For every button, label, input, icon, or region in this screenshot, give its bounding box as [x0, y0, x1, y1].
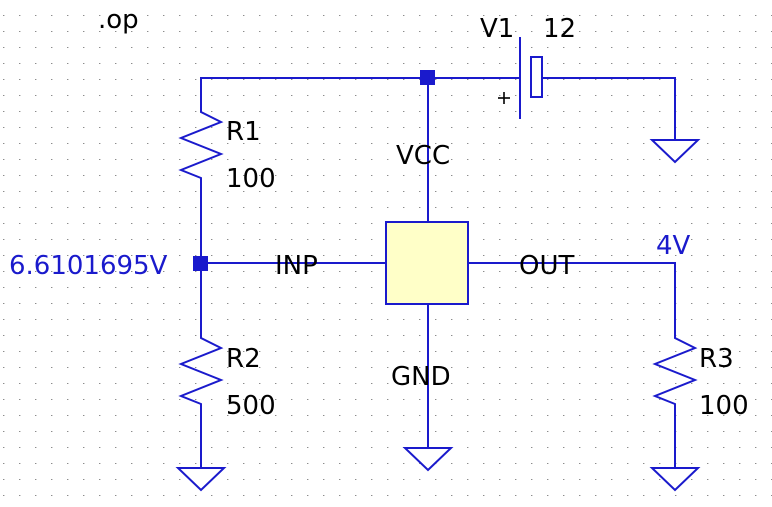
ground-symbol-r3 — [649, 467, 701, 492]
wire-out — [468, 262, 676, 334]
inp-pin-label: INP — [275, 251, 318, 281]
r1-name-label: R1 — [226, 117, 261, 147]
vcc-pin-label: VCC — [396, 141, 450, 171]
op-directive[interactable]: .op — [98, 5, 139, 35]
v1-name-label: V1 — [480, 14, 514, 44]
plus-icon — [498, 92, 510, 104]
ground-symbol-r2 — [175, 467, 227, 492]
resistor-r1[interactable] — [178, 108, 224, 188]
r2-name-label: R2 — [226, 344, 261, 374]
resistor-r2[interactable] — [178, 334, 224, 414]
junction-top — [420, 70, 435, 85]
wires — [200, 77, 676, 468]
ground-symbol-block — [402, 447, 454, 472]
junction-inp — [193, 256, 208, 271]
gnd-pin-label: GND — [391, 362, 451, 392]
r3-name-label: R3 — [699, 344, 734, 374]
v1-value-label: 12 — [543, 14, 576, 44]
wire-top — [200, 77, 520, 108]
r3-value-label: 100 — [699, 391, 749, 421]
wire-v1-right — [542, 77, 676, 140]
inp-node-voltage: 6.6101695V — [9, 251, 168, 281]
out-pin-label: OUT — [519, 251, 574, 281]
ground-symbol-v1 — [649, 139, 701, 164]
r2-value-label: 500 — [226, 391, 276, 421]
r1-value-label: 100 — [226, 164, 276, 194]
out-node-voltage: 4V — [656, 231, 691, 261]
resistor-r3[interactable] — [652, 334, 698, 414]
subcircuit-block[interactable] — [385, 221, 469, 305]
voltage-source-v1[interactable] — [519, 37, 543, 119]
